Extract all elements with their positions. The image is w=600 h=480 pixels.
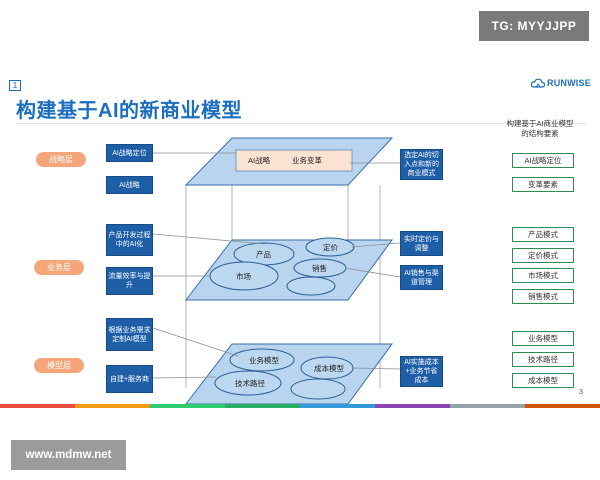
ellipse-extra: [286, 276, 336, 296]
box-ai-strategy: AI战略: [106, 176, 153, 194]
element-market-mode: 市场模式: [512, 268, 574, 283]
brand-logo: RUNWISE: [531, 78, 591, 88]
box-realtime-pricing: 实时定价与调整: [400, 231, 443, 256]
bottom-color-bar: [0, 404, 600, 408]
bar-segment: [375, 404, 450, 408]
plane-label-business-model: 业务模型: [249, 355, 279, 365]
plane-label-tech-path: 技术路径: [235, 378, 265, 388]
page-title: 构建基于AI的新商业模型: [16, 100, 242, 122]
element-pricing-mode: 定价模式: [512, 248, 574, 263]
model-plane: [184, 343, 393, 405]
bar-segment: [525, 404, 600, 408]
element-product-mode: 产品模式: [512, 227, 574, 242]
strategy-inner-box: [235, 149, 353, 172]
layer-business-pill: 业务层: [34, 260, 84, 275]
connectors: [152, 152, 401, 379]
plane-label-pricing: 定价: [323, 242, 338, 252]
logo-text: RUNWISE: [547, 78, 591, 88]
box-ai-cost: AI实施成本+业务节省成本: [400, 356, 443, 387]
bar-segment: [450, 404, 525, 408]
plane-label-cost-model: 成本模型: [314, 363, 344, 373]
box-traffic-efficiency: 流量效率与提升: [106, 267, 153, 295]
bar-segment: [150, 404, 225, 408]
element-cost-model: 成本模型: [512, 373, 574, 388]
watermark-top: TG: MYYJJPP: [479, 11, 589, 41]
box-product-dev: 产品开发过程中的AI化: [106, 224, 153, 256]
title-divider: [16, 123, 586, 124]
watermark-bottom: www.mdmw.net: [11, 440, 126, 470]
slide-number: 3: [579, 389, 583, 396]
layer-strategy-pill: 战略层: [36, 152, 86, 167]
plane-label-product: 产品: [256, 249, 271, 259]
element-change-factors: 变革要素: [512, 177, 574, 192]
bar-segment: [75, 404, 150, 408]
plane-label-ai-strategy: AI战略: [248, 155, 271, 165]
element-sales-mode: 销售模式: [512, 289, 574, 304]
ellipse-tech-path: [214, 370, 282, 396]
plane-label-business-change: 业务变革: [292, 155, 322, 165]
element-ai-strategy-position: AI战略定位: [512, 153, 574, 168]
plane-label-sales: 销售: [312, 263, 327, 273]
element-tech-path: 技术路径: [512, 352, 574, 367]
box-self-build-service: 自建+服务商: [106, 365, 153, 393]
plane-label-market: 市场: [236, 271, 251, 281]
bar-segment: [0, 404, 75, 408]
bar-segment: [225, 404, 300, 408]
box-custom-ai-model: 根据业务需求定制AI模型: [106, 318, 153, 351]
page-number-box: 1: [9, 80, 21, 91]
layer-model-pill: 模型层: [34, 358, 84, 373]
bar-segment: [300, 404, 375, 408]
box-choose-ai: 选定AI的切入点和新的商业模式: [400, 149, 443, 180]
box-ai-strategy-position: AI战略定位: [106, 144, 153, 162]
right-column-header: 构建基于AI商业模型的结构要素: [506, 119, 574, 138]
element-business-model: 业务模型: [512, 331, 574, 346]
ellipse-bottom-extra: [290, 378, 346, 400]
ellipse-business-model: [229, 348, 295, 372]
box-ai-sales: AI销售与渠道管理: [400, 265, 443, 290]
cloud-logo-icon: [531, 78, 545, 88]
